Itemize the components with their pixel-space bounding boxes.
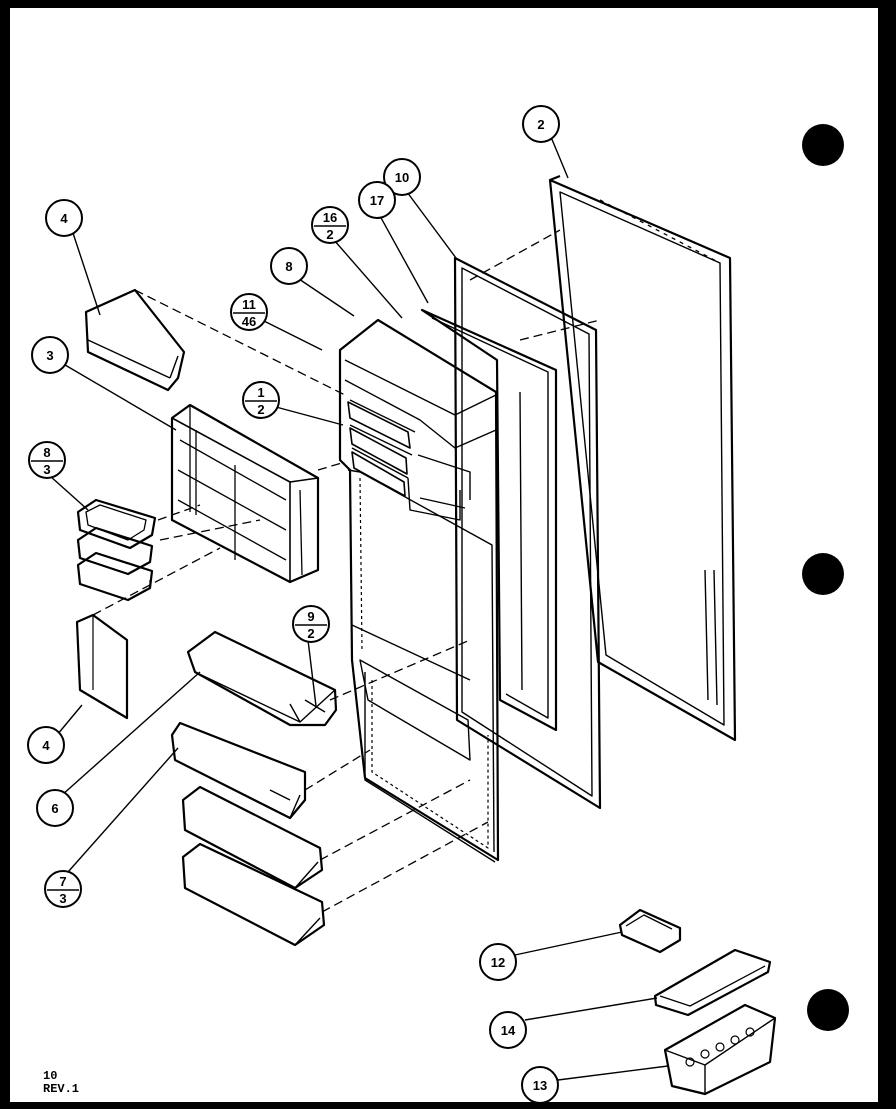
svg-text:17: 17 [370,193,384,208]
svg-text:7: 7 [59,874,66,889]
svg-text:8: 8 [285,259,292,274]
svg-text:13: 13 [533,1078,547,1093]
svg-text:2: 2 [257,402,264,417]
dairy-compartment [347,401,411,497]
callout-4-bottom: 4 [27,726,65,764]
svg-text:2: 2 [537,117,544,132]
svg-text:3: 3 [43,462,50,477]
callout-13: 13 [521,1066,559,1104]
door-gasket [453,256,602,810]
callout-16-2: 16 2 [311,206,349,244]
callout-12: 12 [479,943,517,981]
svg-text:16: 16 [323,210,337,225]
svg-text:12: 12 [491,955,505,970]
svg-text:10: 10 [395,170,409,185]
callout-8: 8 [270,247,308,285]
breaker-frame [420,308,558,732]
svg-text:46: 46 [242,314,256,329]
svg-text:2: 2 [326,227,333,242]
ice-tray-small [618,908,682,954]
binder-hole-middle [802,553,844,595]
binder-hole-bottom [807,989,849,1031]
door-bin-upper [170,721,307,820]
svg-text:14: 14 [501,1023,516,1038]
callout-17: 17 [358,181,396,219]
door-liner [338,318,500,863]
callout-1-2: 1 2 [242,381,280,419]
page-footer: 10 REV.1 [43,1070,79,1096]
bin-cover [84,288,186,392]
door-shelf-bin [186,630,338,727]
door-bin-middle [181,785,324,890]
shelf-frame [170,403,320,584]
callout-9-2: 9 2 [292,605,330,643]
callout-6: 6 [36,789,74,827]
svg-text:2: 2 [307,626,314,641]
svg-text:6: 6 [51,801,58,816]
callouts: 2 10 17 16 2 8 11 [27,105,560,1104]
callout-10: 10 [383,158,421,196]
svg-text:3: 3 [59,891,66,906]
callout-3: 3 [31,336,69,374]
footer-revision: REV.1 [43,1082,80,1096]
ice-bucket [663,1003,777,1096]
leader-lines [49,136,669,1081]
callout-2: 2 [522,105,560,143]
svg-text:1: 1 [257,385,264,400]
svg-text:8: 8 [43,445,50,460]
svg-text:3: 3 [46,348,53,363]
svg-text:4: 4 [60,211,68,226]
footer-page-number: 10 [43,1069,58,1083]
storage-containers [76,498,157,602]
side-panel [75,613,129,720]
callout-14: 14 [489,1011,527,1049]
ice-bin-lid [653,948,772,1017]
callout-7-3: 7 3 [44,870,82,908]
door-outer-panel [548,174,737,742]
callout-4-top: 4 [45,199,83,237]
svg-text:11: 11 [242,297,256,312]
callout-8-3: 8 3 [28,441,66,479]
door-bin-lower [181,842,326,947]
callout-11-46: 11 46 [230,293,268,331]
assembly-lines [92,229,601,913]
binder-hole-top [802,124,844,166]
svg-text:9: 9 [307,609,314,624]
svg-text:4: 4 [42,738,50,753]
